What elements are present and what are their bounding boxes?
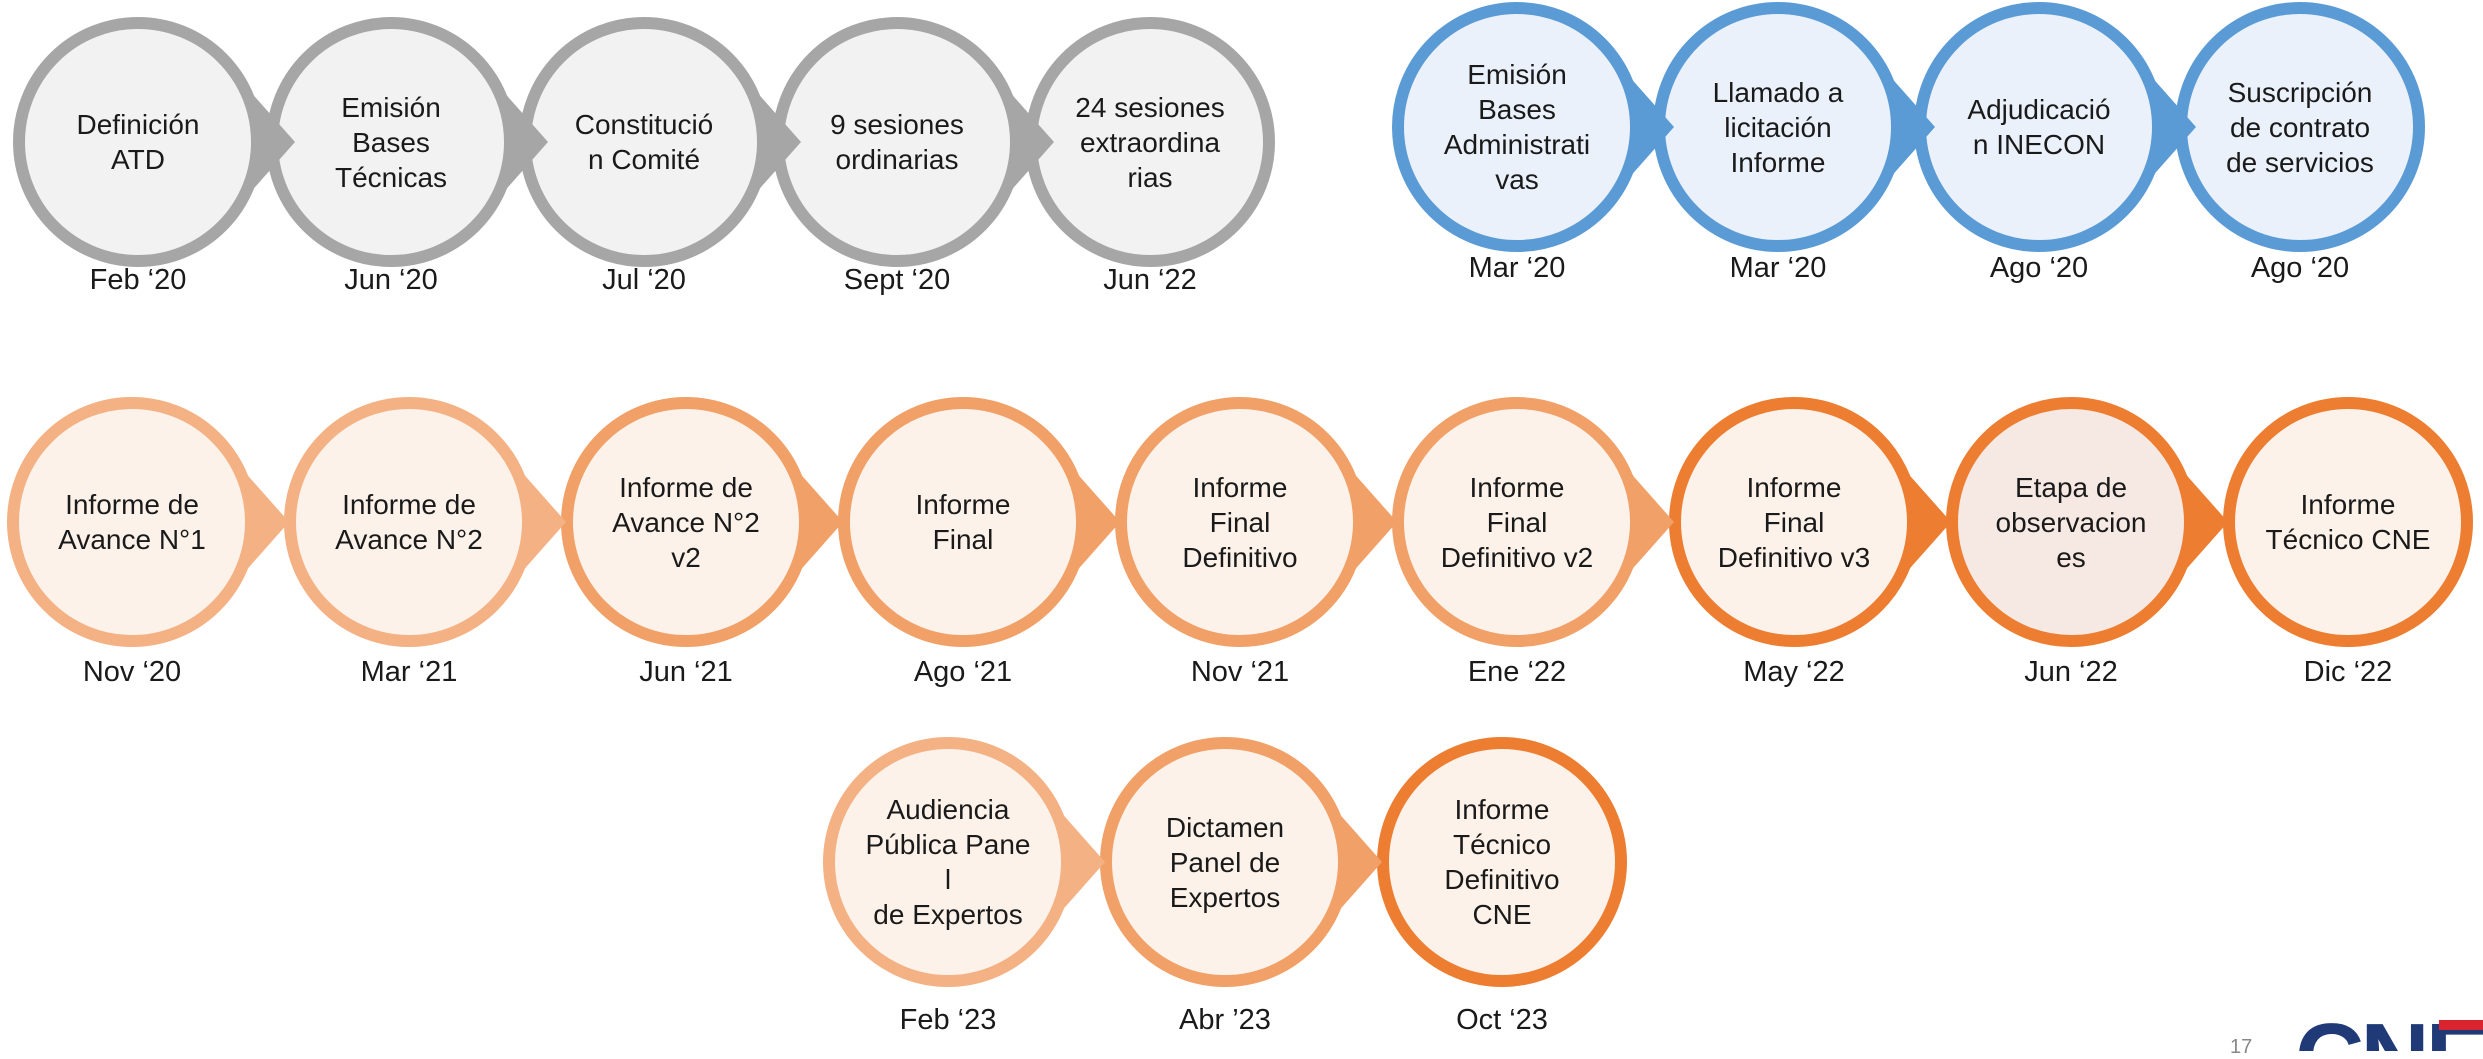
final-step: Informe Técnico Definitivo CNE bbox=[1377, 737, 1627, 987]
milestone-date: Oct ‘23 bbox=[1456, 1004, 1548, 1036]
gray-step: 9 sesiones ordinarias bbox=[772, 17, 1054, 267]
milestone-date: Ago ‘20 bbox=[2250, 252, 2350, 284]
milestone-date: Nov ‘20 bbox=[82, 656, 182, 688]
milestone-circle: Informe Final Definitivo v3 bbox=[1669, 397, 1919, 647]
milestone-label: 24 sesiones extraordina rias bbox=[1075, 91, 1225, 193]
page-number: 17 bbox=[2230, 1036, 2253, 1058]
milestone-date: Jun ‘20 bbox=[344, 264, 438, 296]
milestone-date: Nov ‘21 bbox=[1190, 656, 1290, 688]
orange-step: Etapa de observacion es bbox=[1946, 397, 2228, 647]
milestone-date: Jul ‘20 bbox=[602, 264, 686, 296]
milestone-circle: Informe de Avance N°1 bbox=[7, 397, 257, 647]
milestone-label: Informe de Avance N°2 bbox=[335, 489, 483, 555]
orange-step: Informe Final Definitivo v3 bbox=[1669, 397, 1951, 647]
milestone-circle: Suscripción de contrato de servicios bbox=[2175, 2, 2425, 252]
milestone-label: Informe de Avance N°2 v2 bbox=[612, 471, 760, 573]
gray-step: Definición ATD bbox=[13, 17, 295, 267]
gray-step: Emisión Bases Técnicas bbox=[266, 17, 548, 267]
milestone-label: Informe Técnico CNE bbox=[2265, 489, 2431, 555]
milestone-label: Dictamen Panel de Expertos bbox=[1165, 811, 1285, 913]
gray-step: 24 sesiones extraordina rias bbox=[1025, 17, 1275, 267]
milestone-circle: 9 sesiones ordinarias bbox=[772, 17, 1022, 267]
milestone-date: Mar ‘20 bbox=[1468, 252, 1566, 284]
milestone-circle: Audiencia Pública Panel de Expertos bbox=[823, 737, 1073, 987]
milestone-circle: Etapa de observacion es bbox=[1946, 397, 2196, 647]
milestone-date: Dic ‘22 bbox=[2303, 656, 2393, 688]
cne-logo: CNE bbox=[2295, 1010, 2483, 1051]
milestone-circle: Emisión Bases Técnicas bbox=[266, 17, 516, 267]
milestone-label: Adjudicació n INECON bbox=[1967, 94, 2111, 160]
final-step: Audiencia Pública Panel de Expertos bbox=[823, 737, 1105, 987]
milestone-label: Emisión Bases Técnicas bbox=[334, 91, 448, 193]
milestone-circle: Informe de Avance N°2 bbox=[284, 397, 534, 647]
milestone-circle: Definición ATD bbox=[13, 17, 263, 267]
logo-flag-stripe bbox=[2439, 1020, 2483, 1030]
milestone-date: Jun ‘22 bbox=[2024, 656, 2118, 688]
orange-step: Informe Final Definitivo v2 bbox=[1392, 397, 1674, 647]
milestone-label: Informe Técnico Definitivo CNE bbox=[1444, 794, 1560, 930]
blue-step: Suscripción de contrato de servicios bbox=[2175, 2, 2425, 252]
logo-text: CNE bbox=[2295, 1010, 2483, 1051]
gray-step: Constitució n Comité bbox=[519, 17, 801, 267]
milestone-label: Definición ATD bbox=[76, 109, 200, 175]
milestone-date: Sept ‘20 bbox=[843, 264, 951, 296]
milestone-circle: Llamado a licitación Informe bbox=[1653, 2, 1903, 252]
milestone-circle: Emisión Bases Administrati vas bbox=[1392, 2, 1642, 252]
milestone-circle: Dictamen Panel de Expertos bbox=[1100, 737, 1350, 987]
milestone-circle: 24 sesiones extraordina rias bbox=[1025, 17, 1275, 267]
milestone-date: Ene ‘22 bbox=[1467, 656, 1567, 688]
milestone-label: Emisión Bases Administrati vas bbox=[1443, 59, 1591, 195]
milestone-circle: Informe Técnico Definitivo CNE bbox=[1377, 737, 1627, 987]
milestone-circle: Adjudicació n INECON bbox=[1914, 2, 2164, 252]
blue-step: Llamado a licitación Informe bbox=[1653, 2, 1935, 252]
orange-step: Informe Final Definitivo bbox=[1115, 397, 1397, 647]
blue-step: Adjudicació n INECON bbox=[1914, 2, 2196, 252]
milestone-label: Informe Final Definitivo v3 bbox=[1717, 471, 1871, 573]
milestone-label: Audiencia Pública Panel de Expertos bbox=[865, 794, 1031, 930]
orange-step: Informe de Avance N°2 bbox=[284, 397, 566, 647]
milestone-label: Etapa de observacion es bbox=[1995, 471, 2147, 573]
milestone-circle: Informe Final Definitivo bbox=[1115, 397, 1365, 647]
milestone-label: Informe Final bbox=[915, 489, 1011, 555]
final-step: Dictamen Panel de Expertos bbox=[1100, 737, 1382, 987]
milestone-date: Mar ‘20 bbox=[1729, 252, 1827, 284]
milestone-label: Informe Final Definitivo bbox=[1182, 471, 1298, 573]
milestone-label: Suscripción de contrato de servicios bbox=[2226, 76, 2374, 178]
orange-step: Informe Técnico CNE bbox=[2223, 397, 2473, 647]
milestone-label: 9 sesiones ordinarias bbox=[830, 109, 964, 175]
milestone-date: Ago ‘20 bbox=[1989, 252, 2089, 284]
milestone-date: Jun ‘21 bbox=[639, 656, 733, 688]
milestone-date: Abr ’23 bbox=[1179, 1004, 1271, 1036]
milestone-circle: Constitució n Comité bbox=[519, 17, 769, 267]
milestone-date: Jun ‘22 bbox=[1103, 264, 1197, 296]
milestone-circle: Informe Técnico CNE bbox=[2223, 397, 2473, 647]
orange-step: Informe de Avance N°1 bbox=[7, 397, 289, 647]
orange-step: Informe de Avance N°2 v2 bbox=[561, 397, 843, 647]
milestone-label: Constitució n Comité bbox=[574, 109, 714, 175]
milestone-date: Feb ‘23 bbox=[899, 1004, 997, 1036]
blue-step: Emisión Bases Administrati vas bbox=[1392, 2, 1674, 252]
milestone-label: Informe de Avance N°1 bbox=[58, 489, 206, 555]
milestone-date: May ‘22 bbox=[1743, 656, 1845, 688]
milestone-date: Mar ‘21 bbox=[360, 656, 458, 688]
milestone-circle: Informe de Avance N°2 v2 bbox=[561, 397, 811, 647]
milestone-circle: Informe Final Definitivo v2 bbox=[1392, 397, 1642, 647]
milestone-label: Llamado a licitación Informe bbox=[1712, 76, 1844, 178]
milestone-circle: Informe Final bbox=[838, 397, 1088, 647]
orange-step: Informe Final bbox=[838, 397, 1120, 647]
milestone-date: Feb ‘20 bbox=[89, 264, 187, 296]
milestone-label: Informe Final Definitivo v2 bbox=[1440, 471, 1594, 573]
milestone-date: Ago ‘21 bbox=[913, 656, 1013, 688]
